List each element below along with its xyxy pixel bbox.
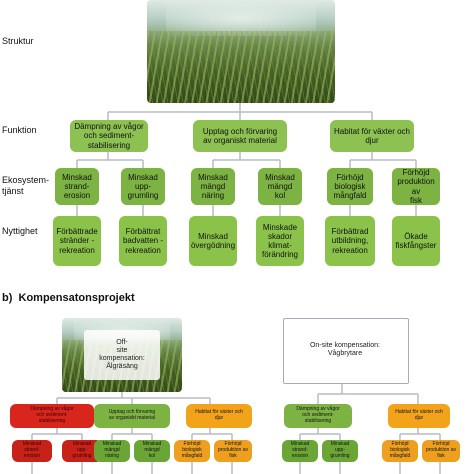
seagrass-photo	[147, 0, 335, 103]
onsite-label: On-site kompensation: Vågbrytare	[309, 341, 381, 357]
benefit-fish-catch: Ökade fiskfångster	[392, 216, 440, 266]
b-left-service-erosion: Minskad strand- erosion	[12, 440, 52, 462]
row-label-ekosystemtjanst: Ekosystem- tjänst	[2, 175, 50, 196]
service-reduced-turbidity: Minskad upp- grumling	[121, 168, 165, 205]
service-reduced-erosion: Minskad strand- erosion	[55, 168, 99, 205]
row-label-nyttighet: Nyttighet	[2, 226, 38, 236]
benefit-education: Förbättrad utbildning, rekreation	[325, 216, 375, 266]
b-right-service-biodiversity: Förhöjd biologisk mångfald	[382, 440, 418, 462]
offsite-seagrass-photo: Off- site kompensation: Ålgräsäng	[62, 318, 182, 392]
b-right-service-turbidity: Minskad upp- grumling	[322, 440, 358, 462]
function-wave-damping: Dämpning av vågor och sediment- stabilis…	[70, 120, 148, 152]
b-left-service-carbon: Minskad mängd kol	[134, 440, 170, 462]
b-left-function-wave-damping: Dämpning av vågor och sediment- stabilis…	[10, 404, 94, 428]
b-left-service-fish: Förhöjd produktion av fisk	[214, 440, 252, 462]
b-right-function-wave-damping: Dämpning av vågor och sediment- stabilis…	[284, 404, 352, 428]
benefit-eutrophication: Minskad övergödning	[189, 216, 237, 266]
function-organic-storage: Upptag och förvaring av organiskt materi…	[193, 120, 287, 152]
offsite-label: Off- site kompensation: Ålgräsäng	[84, 330, 160, 380]
benefit-beaches: Förbättrade stränder - rekreation	[53, 216, 101, 266]
row-label-struktur: Struktur	[2, 36, 34, 46]
b-left-function-organic-storage: Upptag och förvaring av organiskt materi…	[94, 404, 170, 428]
b-left-service-turbidity: Minskad upp- grumling	[62, 440, 102, 462]
onsite-frame: On-site kompensation: Vågbrytare	[283, 318, 409, 384]
b-left-service-biodiversity: Förhöjd biologisk mångfald	[174, 440, 210, 462]
service-reduced-nutrients: Minskad mängd näring	[191, 168, 235, 205]
function-habitat: Habitat för växter och djur	[330, 120, 414, 152]
benefit-climate: Minskade skador klimat- förändring	[256, 216, 304, 266]
b-right-function-habitat: Habitat för växter och djur	[388, 404, 450, 428]
b-right-service-erosion: Minskad strand- erosion	[282, 440, 318, 462]
section-b-title: b) Kompensatonsprojekt	[2, 292, 135, 304]
row-label-funktion: Funktion	[2, 125, 37, 135]
b-left-function-habitat: Habitat för växter och djur	[186, 404, 252, 428]
benefit-bathing-water: Förbättrat badvatten - rekreation	[119, 216, 167, 266]
service-biodiversity: Förhöjd biologisk mångfald	[327, 168, 373, 205]
b-right-service-fish: Förhöjd produktion av fisk	[422, 440, 460, 462]
service-reduced-carbon: Minskad mängd kol	[258, 168, 302, 205]
b-left-service-nutrients: Minskad mängd näring	[94, 440, 130, 462]
service-fish-production: Förhöjd produktion av fisk	[392, 168, 440, 205]
